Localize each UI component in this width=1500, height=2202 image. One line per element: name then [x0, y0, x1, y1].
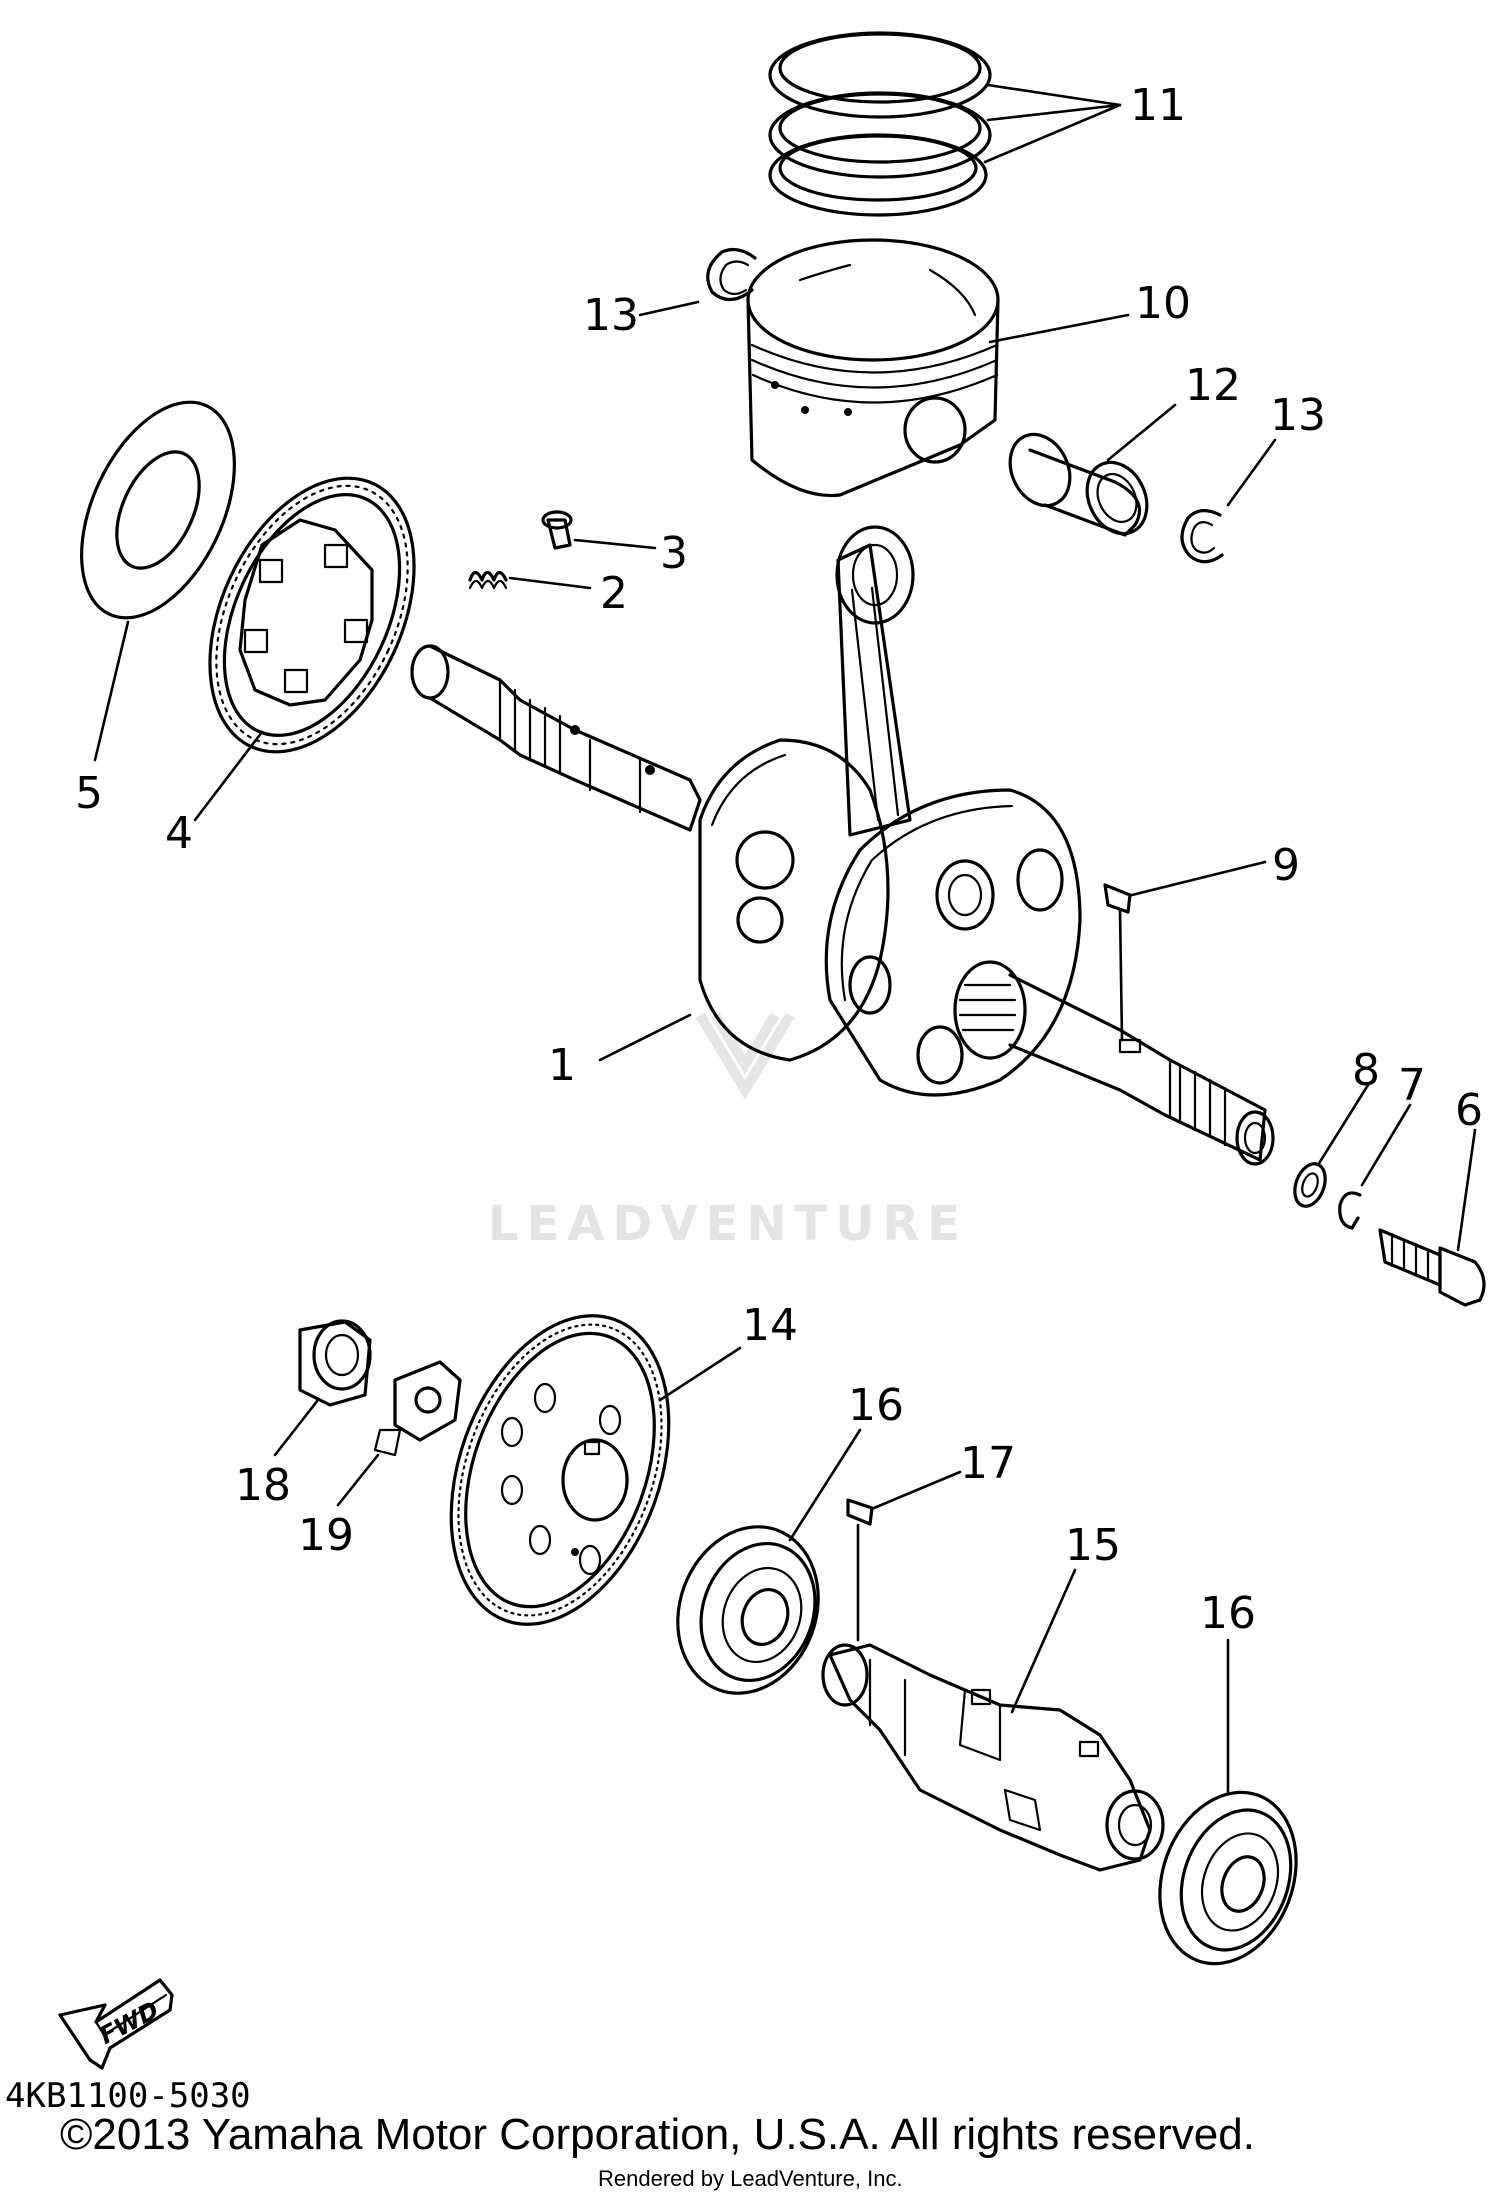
bearing-part-16-right[interactable]: [1137, 1638, 1319, 1983]
woodruff-key-part-9[interactable]: [1103, 860, 1267, 1042]
callout-labels: 11 13 10 12 13 3 2 5 4 9 1 8 7 6 14 16 1…: [75, 80, 1483, 1639]
callout-1: 1: [548, 1040, 576, 1091]
washer-part-8[interactable]: [1289, 1083, 1370, 1210]
bearing-part-16-left[interactable]: [655, 1428, 862, 1713]
callout-17: 17: [960, 1438, 1016, 1489]
callout-16-right: 16: [1200, 1588, 1256, 1639]
diagram-code: 4KB1100-5030: [5, 2076, 251, 2116]
callout-13-left: 13: [583, 290, 639, 341]
lock-washer-part-7[interactable]: [1338, 1103, 1412, 1230]
piston-part-10[interactable]: [746, 238, 1130, 498]
callout-10: 10: [1135, 278, 1191, 329]
callout-3: 3: [660, 528, 688, 579]
fwd-direction-arrow: FWD: [58, 1978, 174, 2070]
copyright-notice: ©2013 Yamaha Motor Corporation, U.S.A. A…: [60, 2110, 1255, 2159]
callout-13-right: 13: [1270, 390, 1326, 441]
crankshaft-assembly-part-1[interactable]: [410, 525, 1275, 1166]
callout-19: 19: [298, 1510, 354, 1561]
callout-16-left: 16: [848, 1380, 904, 1431]
callout-8: 8: [1352, 1045, 1380, 1096]
rendered-by-note: Rendered by LeadVenture, Inc.: [598, 2166, 903, 2191]
callout-18: 18: [235, 1460, 291, 1511]
callout-14: 14: [742, 1300, 798, 1351]
collar-part-18[interactable]: [273, 1319, 372, 1457]
washer-part-5[interactable]: [50, 378, 265, 762]
callout-15: 15: [1065, 1520, 1121, 1571]
callout-5: 5: [75, 768, 103, 819]
plate-part-19[interactable]: [336, 1360, 462, 1507]
one-way-clutch-part-4[interactable]: [169, 446, 455, 822]
circlip-part-13-right[interactable]: [1180, 438, 1277, 564]
callout-2: 2: [600, 568, 628, 619]
callout-7: 7: [1398, 1060, 1426, 1111]
balancer-shaft-part-15[interactable]: [821, 1568, 1165, 1872]
pin-part-3[interactable]: [541, 510, 657, 550]
callout-9: 9: [1272, 840, 1300, 891]
piston-rings-part-11[interactable]: [768, 31, 1122, 217]
callout-12: 12: [1185, 360, 1241, 411]
bolt-part-6[interactable]: [1378, 1128, 1486, 1307]
piston-pin-part-12[interactable]: [999, 403, 1177, 543]
spring-part-2[interactable]: [468, 570, 592, 590]
key-part-17[interactable]: [846, 1470, 962, 1642]
circlip-part-13-left[interactable]: [638, 247, 757, 317]
watermark-text: LEADVENTURE: [488, 1196, 968, 1252]
callout-11: 11: [1130, 80, 1186, 131]
leadventure-watermark: LEADVENTURE: [488, 1012, 968, 1252]
callout-6: 6: [1455, 1085, 1483, 1136]
callout-4: 4: [165, 808, 193, 859]
driven-gear-part-14[interactable]: [411, 1285, 742, 1654]
